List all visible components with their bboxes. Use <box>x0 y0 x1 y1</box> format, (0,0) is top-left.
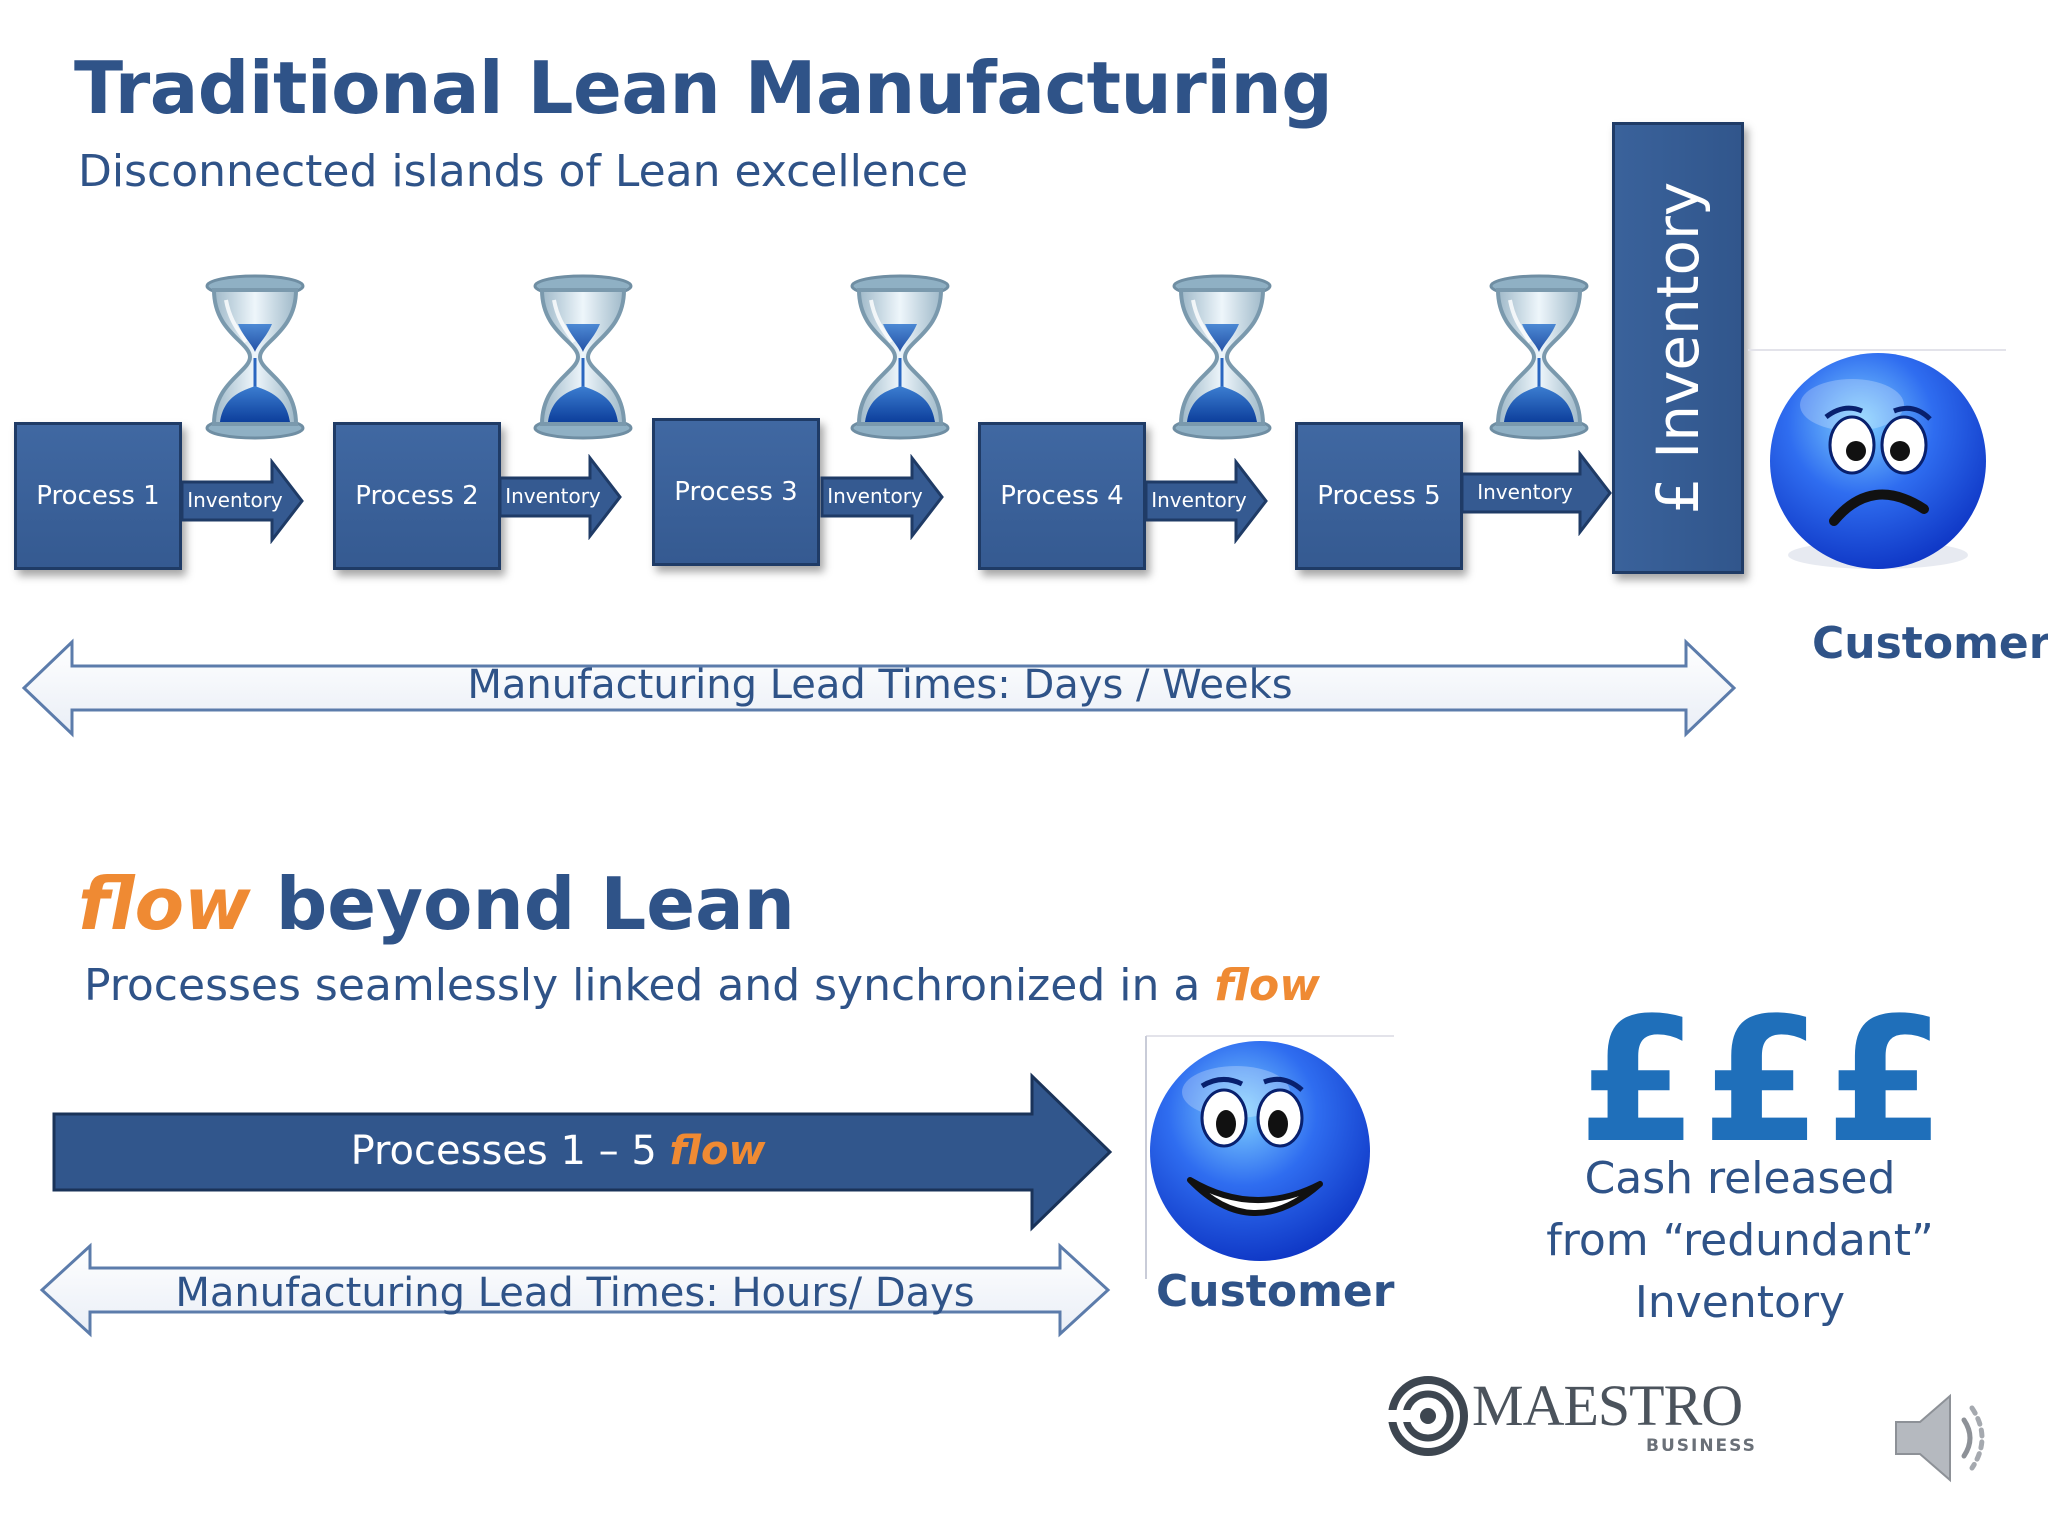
process-box-5: Process 5 <box>1295 422 1463 570</box>
inventory-label: Inventory <box>505 484 601 508</box>
maestro-logo-mark <box>1386 1376 1468 1456</box>
customer-label-bottom: Customer <box>1156 1266 1395 1317</box>
process-box-4: Process 4 <box>978 422 1146 570</box>
inventory-label: Inventory <box>1477 480 1573 504</box>
process-box-3: Process 3 <box>652 418 820 566</box>
process-box-2: Process 2 <box>333 422 501 570</box>
maestro-logo: MAESTRO BUSINESS <box>1386 1372 1758 1462</box>
flow-title-flow: flow <box>78 862 251 946</box>
flow-arrow <box>52 1072 1113 1232</box>
sad-face-icon <box>1748 349 2006 569</box>
inventory-arrow-1: Inventory <box>180 458 306 544</box>
flow-subtitle: Processes seamlessly linked and synchron… <box>84 960 1320 1011</box>
page-subtitle: Disconnected islands of Lean excellence <box>78 146 969 197</box>
speaker-icon[interactable] <box>1890 1386 2000 1490</box>
inventory-label: Inventory <box>187 488 283 512</box>
flow-arrow-flow: flow <box>669 1128 766 1174</box>
cash-line-2: from “redundant” <box>1546 1215 1934 1266</box>
customer-label-top: Customer <box>1812 618 2048 669</box>
flow-title: flow beyond Lean <box>78 862 795 946</box>
hourglass-icon <box>528 272 638 442</box>
flow-subtitle-prefix: Processes seamlessly linked and synchron… <box>84 960 1215 1011</box>
flow-arrow-prefix: Processes 1 – 5 <box>350 1128 670 1174</box>
maestro-logo-sub: BUSINESS <box>1646 1436 1757 1456</box>
lead-time-arrow-top <box>21 638 1737 738</box>
inventory-label: Inventory <box>1151 488 1247 512</box>
hourglass-icon <box>845 272 955 442</box>
lead-time-label-top: Manufacturing Lead Times: Days / Weeks <box>467 662 1293 708</box>
happy-face-icon <box>1145 1035 1394 1279</box>
inventory-arrow-3: Inventory <box>820 454 946 540</box>
hourglass-icon <box>1167 272 1277 442</box>
inventory-bar: £ Inventory <box>1612 122 1744 574</box>
lead-time-arrow-bottom <box>39 1242 1111 1338</box>
page-title: Traditional Lean Manufacturing <box>74 46 1333 130</box>
cash-line-3: Inventory <box>1634 1277 1846 1328</box>
flow-title-rest: beyond Lean <box>250 862 795 946</box>
maestro-logo-text: MAESTRO <box>1472 1373 1743 1438</box>
inventory-label: Inventory <box>827 484 923 508</box>
inventory-arrow-5: Inventory <box>1460 450 1612 536</box>
cash-released-text: Cash released from “redundant” Inventory <box>1530 1148 1950 1334</box>
inventory-arrow-2: Inventory <box>498 454 624 540</box>
process-box-1: Process 1 <box>14 422 182 570</box>
flow-subtitle-flow: flow <box>1214 960 1320 1011</box>
lead-time-label-bottom: Manufacturing Lead Times: Hours/ Days <box>175 1270 975 1316</box>
flow-arrow-label: Processes 1 – 5 flow <box>50 1128 1066 1174</box>
inventory-bar-label: £ Inventory <box>1644 181 1712 515</box>
cash-line-1: Cash released <box>1584 1153 1896 1204</box>
inventory-arrow-4: Inventory <box>1144 458 1270 544</box>
hourglass-icon <box>1484 272 1594 442</box>
hourglass-icon <box>200 272 310 442</box>
cash-symbols: £££ <box>1578 980 1950 1181</box>
